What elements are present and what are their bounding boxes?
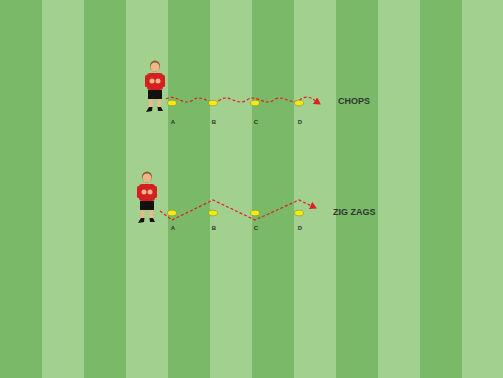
drill-name: CHOPS [338,97,370,106]
cone-letter: B [212,119,216,125]
cone-letter: D [298,119,302,125]
drill-name: ZIG ZAGS [333,208,376,217]
cone-letter: A [171,119,175,125]
cone-letter: C [254,225,258,231]
cone-letter: B [212,225,216,231]
cone-letter: A [171,225,175,231]
cone-letter: D [298,225,302,231]
cone-letter: C [254,119,258,125]
